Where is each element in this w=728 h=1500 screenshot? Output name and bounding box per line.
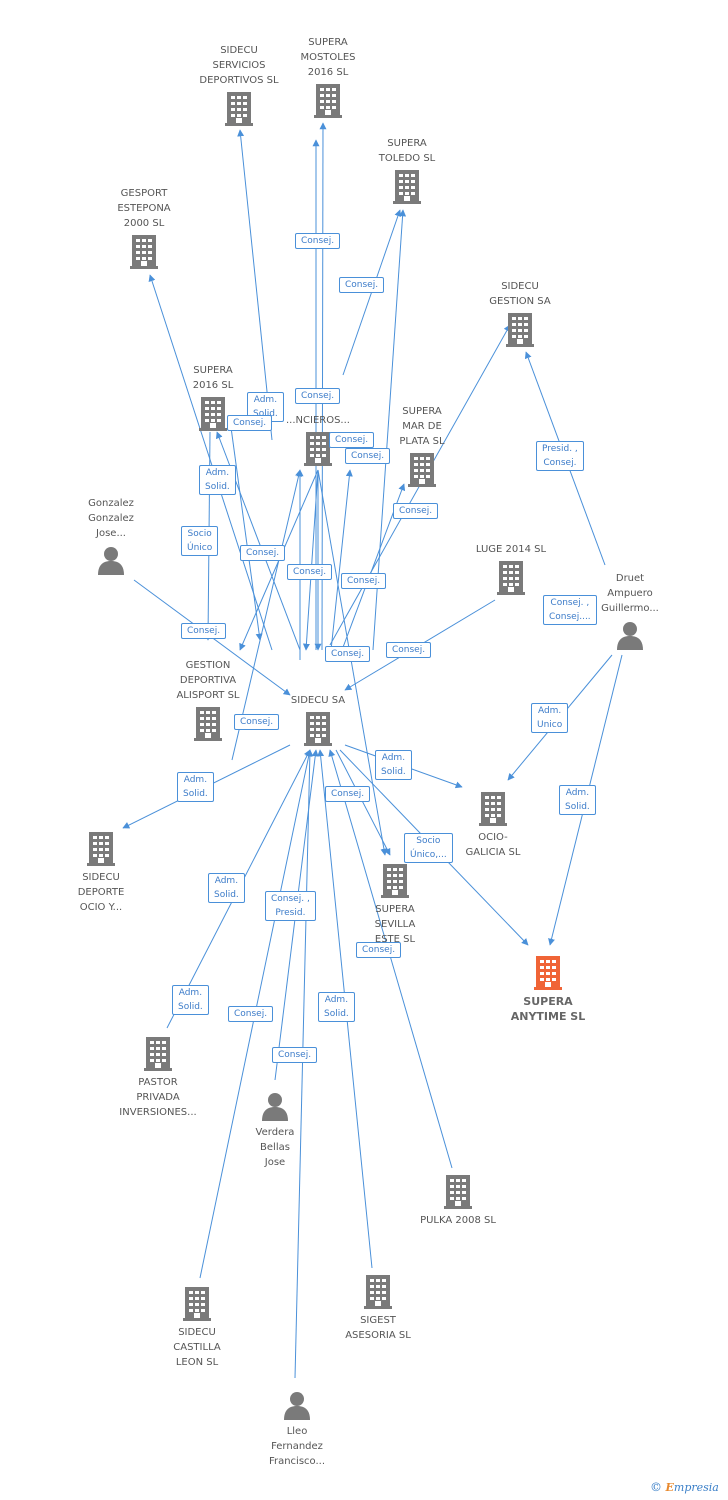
empresia-logo: © Empresia (650, 1480, 719, 1494)
company-icon[interactable] (225, 92, 253, 126)
company-icon[interactable] (314, 84, 342, 118)
relation-edge (328, 749, 453, 1169)
relation-label[interactable]: Consej. (227, 415, 273, 431)
relation-label[interactable]: Consej. (287, 564, 333, 580)
node-label[interactable]: Druet Ampuero Guillermo... (601, 573, 659, 614)
node-label[interactable]: PULKA 2008 SL (420, 1215, 496, 1226)
relation-label[interactable]: Consej. (329, 432, 375, 448)
node-label[interactable]: PASTOR PRIVADA INVERSIONES... (119, 1077, 197, 1118)
brand-name: mpresia (673, 1481, 719, 1494)
node-label[interactable]: SIDECU DEPORTE OCIO Y... (77, 872, 125, 913)
node-label[interactable]: SUPERA ANYTIME SL (510, 995, 586, 1023)
company-icon[interactable] (381, 864, 409, 898)
company-icon[interactable] (183, 1287, 211, 1321)
node-label[interactable]: SUPERA MOSTOLES 2016 SL (300, 37, 356, 78)
relation-edge (319, 122, 327, 651)
relation-label[interactable]: Socio Único (181, 526, 219, 556)
relation-edge (302, 469, 319, 651)
node-label[interactable]: Gonzalez Gonzalez Jose... (88, 498, 134, 539)
node-label[interactable]: ...NCIEROS... (286, 415, 350, 426)
company-icon[interactable] (304, 432, 332, 466)
relation-edge (148, 274, 273, 651)
company-icon[interactable] (87, 832, 115, 866)
relation-edge (229, 419, 263, 641)
relation-edge (294, 749, 314, 1379)
company-icon[interactable] (194, 707, 222, 741)
relation-label[interactable]: Adm. Solid. (177, 772, 214, 802)
node-label[interactable]: GESTION DEPORTIVA ALISPORT SL (176, 660, 240, 701)
company-icon[interactable] (408, 453, 436, 487)
focus-company-icon[interactable] (534, 956, 562, 990)
relation-label[interactable]: Presid. , Consej. (536, 441, 584, 471)
relation-edge (231, 469, 302, 761)
relation-label[interactable]: Adm. Solid. (199, 465, 236, 495)
company-icon[interactable] (199, 397, 227, 431)
relation-label[interactable]: Consej. (339, 277, 385, 293)
company-icon[interactable] (506, 313, 534, 347)
relation-label[interactable]: Consej. (181, 623, 227, 639)
node-label[interactable]: OCIO- GALICIA SL (465, 832, 521, 858)
relation-label[interactable]: Adm. Unico (531, 703, 569, 733)
node-label[interactable]: LUGE 2014 SL (475, 544, 547, 555)
relation-edge (317, 469, 388, 856)
person-icon[interactable] (262, 1093, 288, 1121)
company-icon[interactable] (479, 792, 507, 826)
node-label[interactable]: SUPERA MAR DE PLATA SL (399, 406, 445, 447)
relation-label[interactable]: Consej. (234, 714, 280, 730)
relation-label[interactable]: Adm. Solid. (208, 873, 245, 903)
node-label[interactable]: SIDECU CASTILLA LEON SL (173, 1327, 221, 1368)
company-icon[interactable] (444, 1175, 472, 1209)
node-label[interactable]: SUPERA SEVILLA ESTE SL (374, 904, 416, 945)
relation-label[interactable]: Adm. Solid. (559, 785, 596, 815)
relation-label[interactable]: Adm. Solid. (318, 992, 355, 1022)
company-icon[interactable] (364, 1275, 392, 1309)
relation-label[interactable]: Consej. (295, 233, 341, 249)
relation-label[interactable]: Consej. (341, 573, 387, 589)
company-icon[interactable] (304, 712, 332, 746)
relation-label[interactable]: Consej. , Consej.... (543, 595, 597, 625)
relation-label[interactable]: Consej. (325, 786, 371, 802)
person-icon[interactable] (617, 622, 643, 650)
node-label[interactable]: SIDECU SERVICIOS DEPORTIVOS SL (199, 45, 279, 86)
relation-label[interactable]: Consej. (345, 448, 391, 464)
relation-label[interactable]: Consej. (356, 942, 402, 958)
relation-edge (335, 749, 391, 856)
relation-label[interactable]: Adm. Solid. (375, 750, 412, 780)
node-label[interactable]: GESPORT ESTEPONA 2000 SL (117, 188, 171, 229)
relation-edge (237, 129, 273, 441)
relation-label[interactable]: Socio Único,... (404, 833, 453, 863)
relation-label[interactable]: Consej. (295, 388, 341, 404)
node-label[interactable]: SIDECU GESTION SA (489, 281, 551, 307)
copyright-symbol: © (650, 1480, 662, 1494)
node-label[interactable]: SUPERA TOLEDO SL (378, 138, 436, 164)
node-label[interactable]: Verdera Bellas Jose (255, 1127, 295, 1168)
relation-edge (329, 469, 353, 661)
brand-initial: E (665, 1481, 674, 1494)
relation-label[interactable]: Consej. (228, 1006, 274, 1022)
relation-label[interactable]: Consej. (393, 503, 439, 519)
person-icon[interactable] (284, 1392, 310, 1420)
relation-label[interactable]: Consej. (272, 1047, 318, 1063)
company-icon[interactable] (497, 561, 525, 595)
relation-label[interactable]: Consej. (325, 646, 371, 662)
person-icon[interactable] (98, 547, 124, 575)
company-icon[interactable] (393, 170, 421, 204)
node-label[interactable]: SIGEST ASESORIA SL (345, 1315, 411, 1341)
node-label[interactable]: Lleo Fernandez Francisco... (268, 1426, 326, 1467)
relation-label[interactable]: Consej. (386, 642, 432, 658)
company-icon[interactable] (130, 235, 158, 269)
company-icon[interactable] (144, 1037, 172, 1071)
relation-label[interactable]: Adm. Solid. (172, 985, 209, 1015)
node-label[interactable]: SIDECU SA (290, 695, 346, 706)
node-label[interactable]: SUPERA 2016 SL (192, 365, 234, 391)
relation-label[interactable]: Consej. , Presid. (265, 891, 316, 921)
relation-label[interactable]: Consej. (240, 545, 286, 561)
